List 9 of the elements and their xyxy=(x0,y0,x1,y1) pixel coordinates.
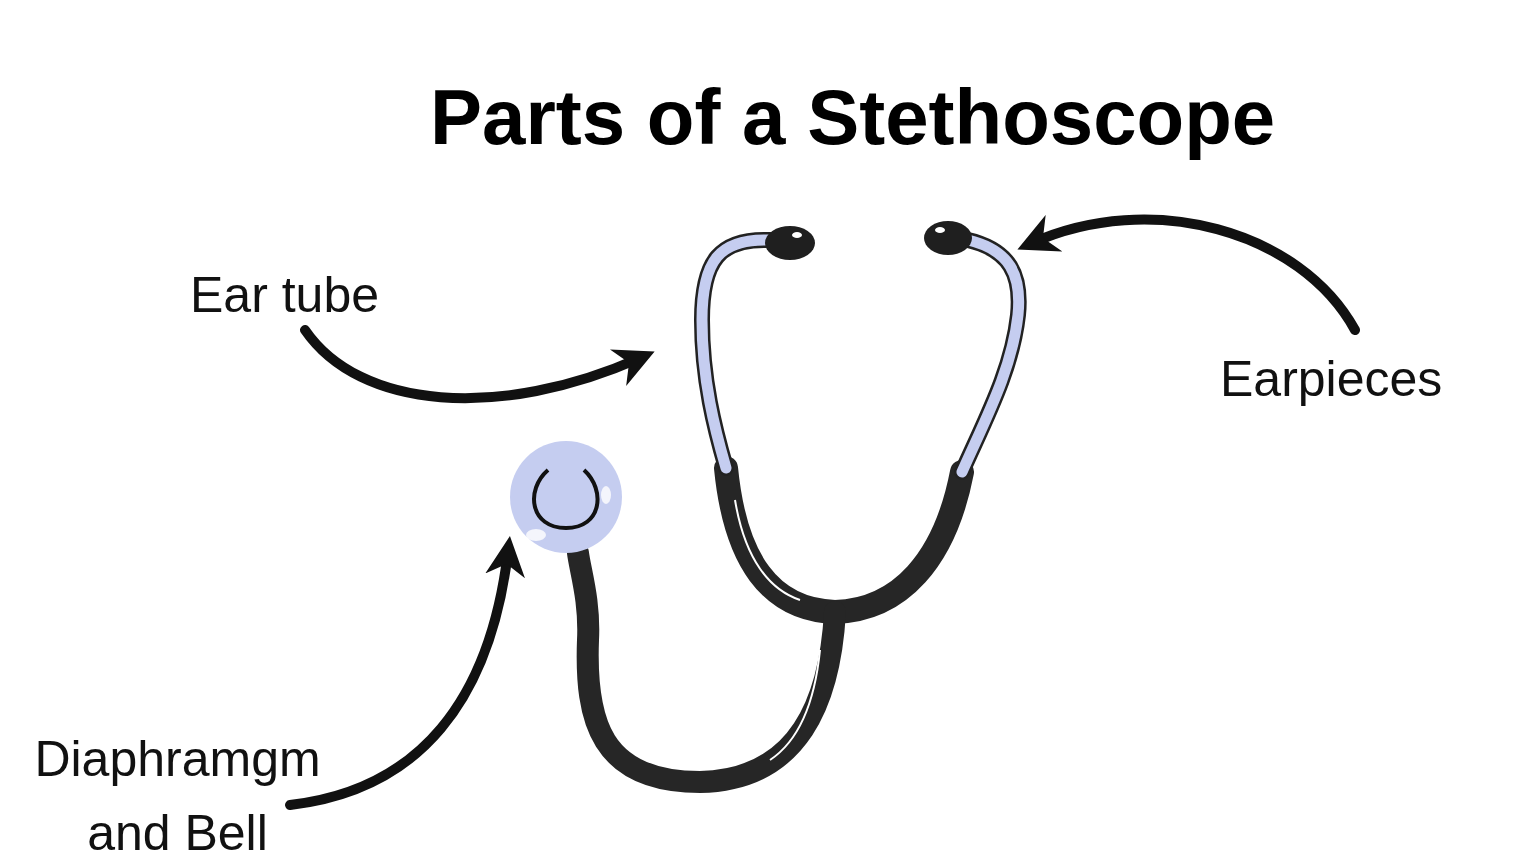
chest-piece-drawing xyxy=(510,441,622,553)
arrow xyxy=(1017,214,1360,335)
part-label: Ear tube xyxy=(190,258,420,332)
arrow xyxy=(300,325,655,404)
earpiece-drawing xyxy=(765,221,972,260)
part-label: Earpieces xyxy=(1220,342,1480,416)
arrow xyxy=(285,536,525,810)
ear-tube-drawing xyxy=(694,232,1027,480)
part-label: Diaphramgm and Bell xyxy=(5,722,350,864)
